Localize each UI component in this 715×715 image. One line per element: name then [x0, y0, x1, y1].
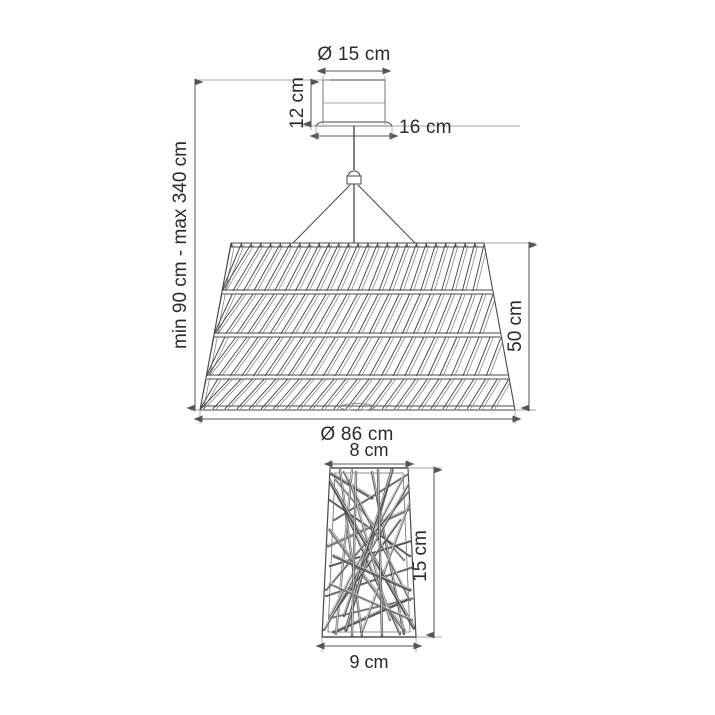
detail-bottom-width-label: 9 cm — [349, 652, 388, 672]
shade-diameter-label: Ø 86 cm — [320, 424, 393, 445]
shade-diameter-dimension — [193, 410, 522, 424]
detail-height-label: 15 cm — [410, 530, 431, 582]
canopy-base-width-label: 16 cm — [399, 117, 452, 138]
detail-top-width-label: 8 cm — [349, 440, 388, 460]
lamp-shade — [199, 242, 516, 411]
canopy-body — [315, 79, 393, 127]
detail-height-dimension — [408, 466, 443, 639]
canopy-height-label: 12 cm — [287, 77, 308, 129]
detail-shade — [321, 467, 417, 638]
detail-bottom-width-dimension — [315, 637, 423, 652]
suspension-drop-label: min 90 cm - max 340 cm — [170, 141, 191, 349]
detail-crossed-sticks — [322, 468, 416, 637]
shade-height-dimension — [484, 241, 538, 412]
suspension-assembly — [289, 126, 419, 247]
canopy-diameter-label: Ø 15 cm — [317, 44, 390, 65]
shade-height-label: 50 cm — [505, 300, 526, 352]
shade-top-nibs — [230, 243, 486, 248]
shade-bottom-aperture — [339, 403, 375, 411]
